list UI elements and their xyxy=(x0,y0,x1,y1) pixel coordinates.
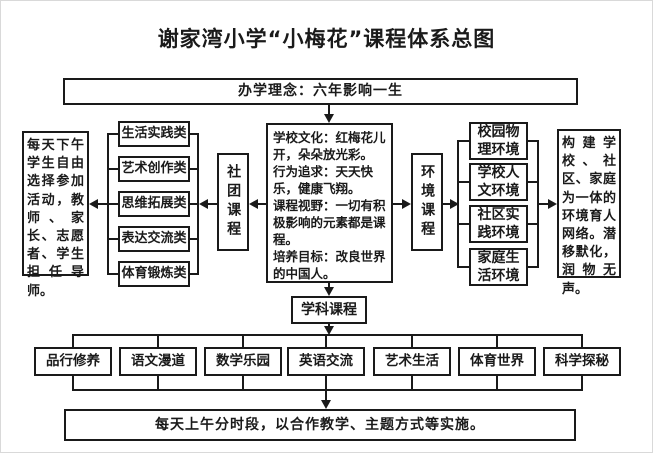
connector-line xyxy=(72,334,583,336)
connector-line xyxy=(189,273,199,275)
connector-line xyxy=(581,336,583,347)
subject-box: 品行修养 xyxy=(34,347,112,376)
arrowhead-right-icon xyxy=(402,199,411,209)
connector-line xyxy=(325,391,327,401)
environment-course-box: 环境课程 xyxy=(411,153,443,251)
arrowhead-left-icon xyxy=(199,199,208,209)
club-course-box: 社团课程 xyxy=(217,153,249,251)
connector-line xyxy=(457,140,469,142)
environment-course-label: 环境课程 xyxy=(419,164,436,240)
environment-category-box: 学校人文环境 xyxy=(469,163,528,201)
connector-line xyxy=(242,376,244,390)
connector-line xyxy=(107,273,119,275)
connector-line xyxy=(528,181,539,183)
connector-line xyxy=(205,203,217,205)
environment-category-box: 校园物理环境 xyxy=(469,122,528,160)
connector-line xyxy=(72,389,583,391)
subject-box: 科学探秘 xyxy=(543,347,621,376)
environment-note-box: 构建学校、社区、家庭为一体的环境育人网络。潜移默化，润物无声。 xyxy=(557,129,621,297)
connector-line xyxy=(189,238,199,240)
connector-line xyxy=(107,203,119,205)
arrowhead-down-icon xyxy=(324,287,334,296)
connector-line xyxy=(411,376,413,390)
implementation-banner: 每天上午分时段，以合作教学、主题方式等实施。 xyxy=(64,409,576,441)
club-category-box: 体育锻炼类 xyxy=(118,261,190,287)
club-category-box: 生活实践类 xyxy=(118,121,190,147)
club-category-box: 艺术创作类 xyxy=(118,156,190,182)
connector-line xyxy=(325,336,327,347)
connector-line xyxy=(189,203,199,205)
school-culture-line: 学校文化：红梅花儿开，朵朵放光彩。 xyxy=(273,130,386,162)
environment-category-box: 社区实践环境 xyxy=(469,205,528,243)
connector-line xyxy=(328,104,330,116)
connector-line xyxy=(242,336,244,347)
behavior-pursuit-line: 行为追求：天天快乐，健康飞翔。 xyxy=(273,164,374,196)
connector-line xyxy=(457,181,469,183)
subject-box: 体育世界 xyxy=(458,347,536,376)
connector-line xyxy=(253,203,266,205)
arrowhead-down-icon xyxy=(324,114,334,123)
club-course-label: 社团课程 xyxy=(225,164,242,240)
connector-line xyxy=(528,266,539,268)
connector-line xyxy=(189,168,199,170)
arrowhead-left-icon xyxy=(249,199,258,209)
connector-line xyxy=(411,336,413,347)
club-category-box: 思维拓展类 xyxy=(118,191,190,217)
environment-category-box: 家庭生活环境 xyxy=(469,248,528,286)
connector-line xyxy=(537,140,539,268)
connector-line xyxy=(107,238,119,240)
connector-line xyxy=(457,223,469,225)
connector-line xyxy=(496,376,498,390)
connector-line xyxy=(457,266,469,268)
connector-line xyxy=(539,203,549,205)
connector-line xyxy=(581,376,583,390)
subject-box: 艺术生活 xyxy=(373,347,451,376)
connector-line xyxy=(157,336,159,347)
arrowhead-down-icon xyxy=(321,400,331,409)
core-values-box: 学校文化：红梅花儿开，朵朵放光彩。 行为追求：天天快乐，健康飞翔。 课程视野：一… xyxy=(266,123,393,283)
arrowhead-right-icon xyxy=(548,199,557,209)
subject-course-box: 学科课程 xyxy=(291,296,367,324)
connector-line xyxy=(496,336,498,347)
connector-line xyxy=(328,283,330,289)
connector-line xyxy=(443,203,451,205)
subject-box: 语文漫道 xyxy=(119,347,197,376)
connector-line xyxy=(325,376,327,390)
connector-line xyxy=(72,376,74,390)
cultivation-goal-line: 培养目标：改良世界的中国人。 xyxy=(273,249,386,281)
connector-line xyxy=(393,203,403,205)
connector-line xyxy=(107,133,119,135)
connector-line xyxy=(457,140,459,268)
diagram-title: 谢家湾小学“小梅花”课程体系总图 xyxy=(157,27,496,51)
curriculum-vision-line: 课程视野：一切有积极影响的元素都是课程。 xyxy=(273,198,386,247)
connector-line xyxy=(157,376,159,390)
connector-line xyxy=(72,336,74,347)
arrowhead-down-icon xyxy=(324,326,334,335)
club-note-box: 每天下午学生自由选择参加活动，教师、家长、志愿者、学生担任导师。 xyxy=(22,131,89,299)
philosophy-banner: 办学理念：六年影响一生 xyxy=(63,78,578,105)
subject-box: 英语交流 xyxy=(287,347,365,376)
subject-box: 数学乐园 xyxy=(204,347,282,376)
connector-line xyxy=(528,223,539,225)
connector-line xyxy=(107,168,119,170)
connector-line xyxy=(189,133,199,135)
arrowhead-right-icon xyxy=(450,199,459,209)
arrowhead-left-icon xyxy=(89,199,98,209)
club-category-box: 表达交流类 xyxy=(118,226,190,252)
connector-line xyxy=(528,140,539,142)
connector-line xyxy=(95,203,108,205)
